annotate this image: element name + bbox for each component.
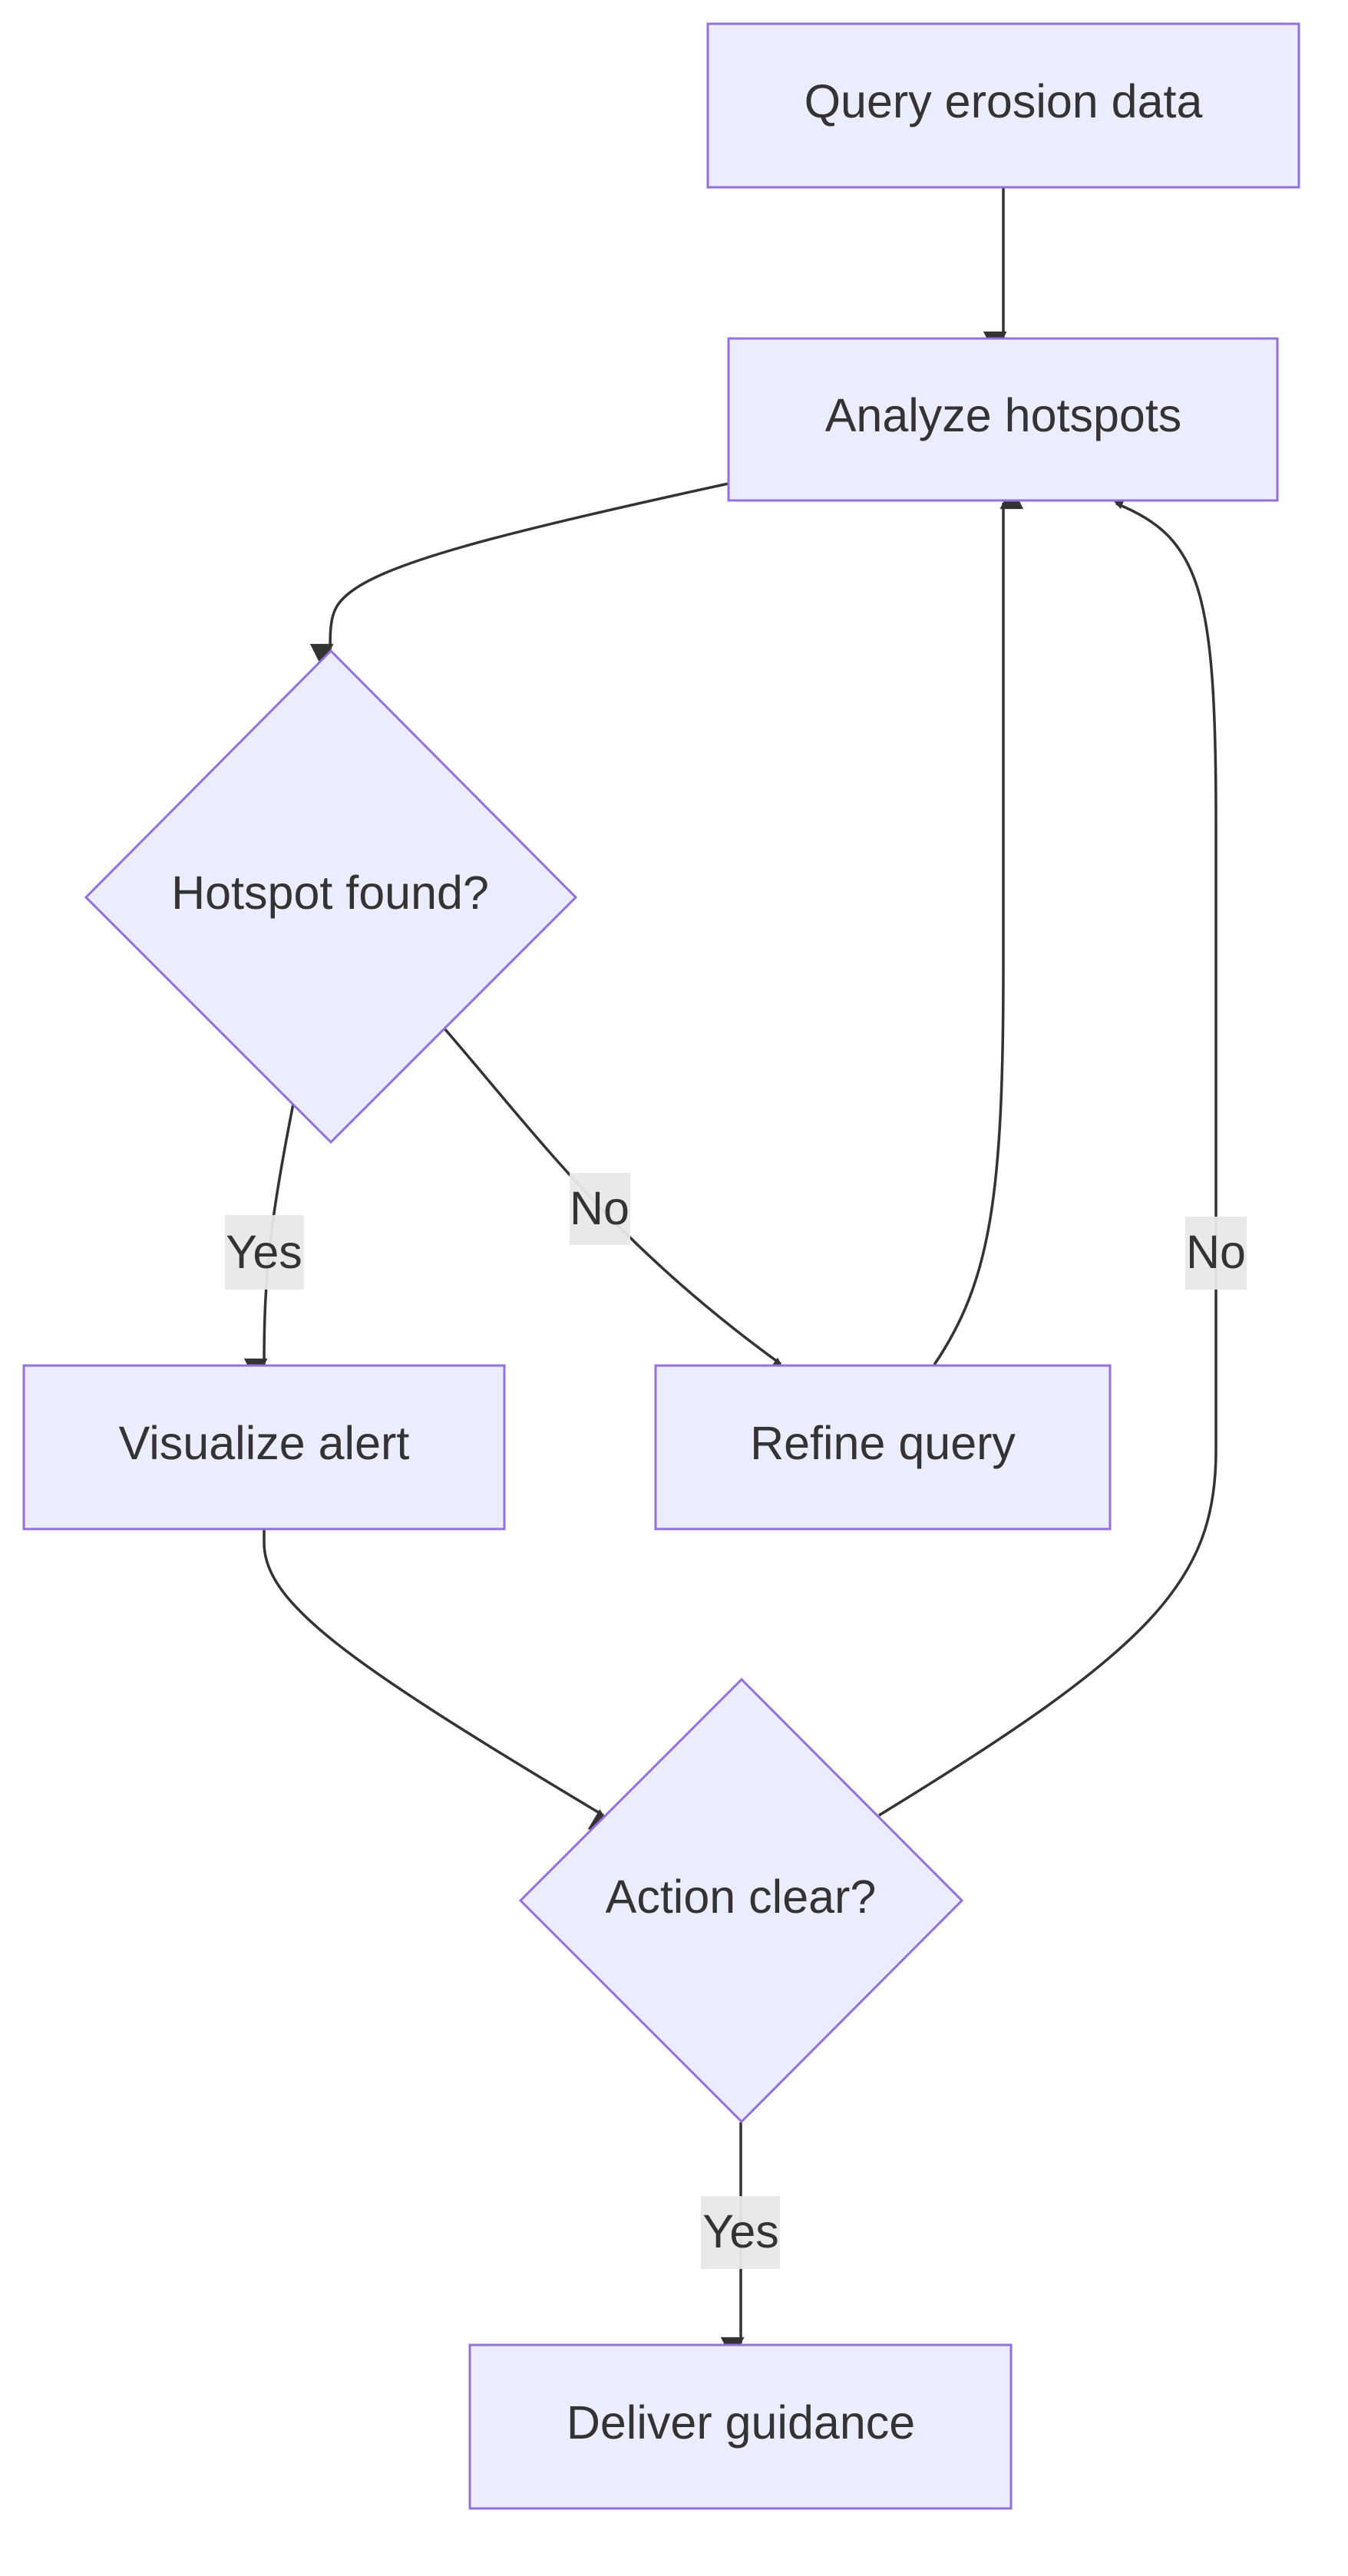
node-deliver-guidance[interactable]: Deliver guidance	[468, 2343, 1013, 2510]
node-analyze-hotspots[interactable]: Analyze hotspots	[727, 337, 1279, 502]
edge-label-hotspot-yes: Yes	[225, 1215, 304, 1290]
edge-labels-layer: Yes No No Yes	[225, 1173, 1247, 2269]
edges-layer	[243, 187, 1217, 2361]
node-visualize-alert[interactable]: Visualize alert	[22, 1364, 506, 1531]
edge-label-text: Yes	[702, 2205, 779, 2257]
edge-analyze-to-hotspot	[309, 482, 729, 668]
node-query-erosion-data[interactable]: Query erosion data	[706, 22, 1300, 189]
edge-label-text: No	[1186, 1226, 1246, 1278]
node-refine-query[interactable]: Refine query	[654, 1364, 1112, 1531]
edge-refine-to-analyze	[933, 485, 1024, 1366]
edge-action-to-analyze	[878, 487, 1217, 1817]
edge-label-hotspot-no: No	[570, 1173, 630, 1245]
edge-label-action-yes: Yes	[701, 2196, 780, 2269]
edge-label-action-no: No	[1185, 1217, 1247, 1290]
node-label: Refine query	[750, 1417, 1016, 1469]
node-hotspot-found-decision[interactable]: Hotspot found?	[84, 649, 578, 1144]
node-label: Query erosion data	[805, 75, 1203, 127]
edge-label-text: Yes	[226, 1226, 302, 1278]
edge-label-text: No	[570, 1182, 629, 1234]
node-action-clear-decision[interactable]: Action clear?	[518, 1677, 964, 2124]
node-label: Hotspot found?	[171, 867, 489, 919]
node-label: Action clear?	[606, 1871, 877, 1923]
node-label: Visualize alert	[119, 1417, 410, 1469]
node-label: Deliver guidance	[567, 2396, 915, 2449]
edge-visualize-to-action	[263, 1529, 614, 1831]
node-label: Analyze hotspots	[825, 389, 1182, 441]
nodes-layer: Query erosion data Analyze hotspots Hots…	[22, 22, 1300, 2510]
